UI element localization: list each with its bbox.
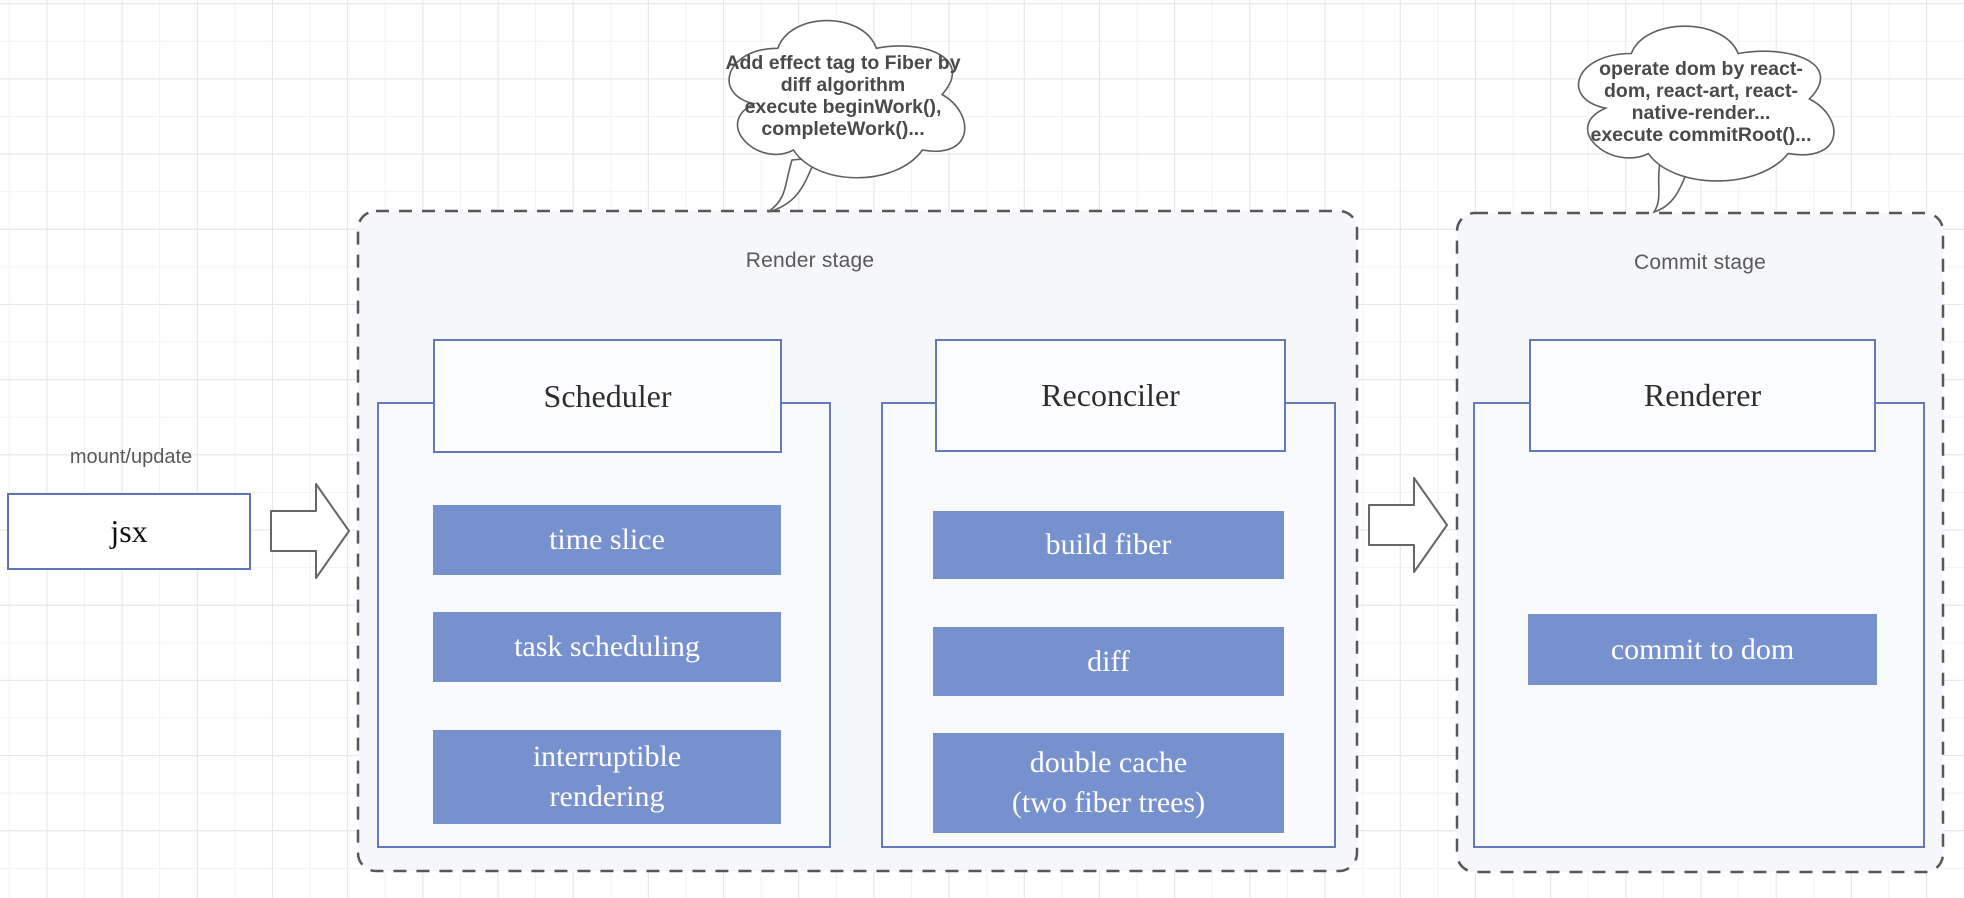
bubble-line: execute beginWork(), <box>744 96 942 118</box>
bubble-line: dom, react-art, react- <box>1604 80 1798 102</box>
bubble-line: execute commitRoot()... <box>1590 124 1812 146</box>
bubble-line: operate dom by react- <box>1599 58 1803 80</box>
renderer-title: Renderer <box>1529 339 1876 452</box>
scheduler-item: task scheduling <box>433 612 781 682</box>
bubble-line: diff algorithm <box>780 74 906 96</box>
scheduler-item: interruptible rendering <box>433 730 781 824</box>
scheduler-item: time slice <box>433 505 781 575</box>
thought-bubble <box>728 19 966 213</box>
renderer-item: commit to dom <box>1528 614 1877 685</box>
jsx-box: jsx <box>7 493 251 570</box>
flow-arrow-icon <box>1368 477 1448 573</box>
reconciler-title: Reconciler <box>935 339 1286 452</box>
thought-bubble <box>1577 25 1835 214</box>
render-note: Add effect tag to Fiber by diff algorith… <box>703 52 983 140</box>
scheduler-title: Scheduler <box>433 339 782 453</box>
commit-stage-label: Commit stage <box>1634 251 1766 274</box>
commit-note: operate dom by react- dom, react-art, re… <box>1556 58 1846 146</box>
render-stage-label: Render stage <box>745 249 875 272</box>
bubble-line: native-render... <box>1631 102 1771 124</box>
flow-arrow-icon <box>270 483 350 579</box>
reconciler-item: double cache (two fiber trees) <box>933 733 1284 833</box>
bubble-line: completeWork()... <box>761 118 925 140</box>
bubble-line: Add effect tag to Fiber by <box>725 52 961 74</box>
reconciler-item: diff <box>933 627 1284 696</box>
mount-update-label: mount/update <box>69 446 193 468</box>
reconciler-item: build fiber <box>933 511 1284 579</box>
